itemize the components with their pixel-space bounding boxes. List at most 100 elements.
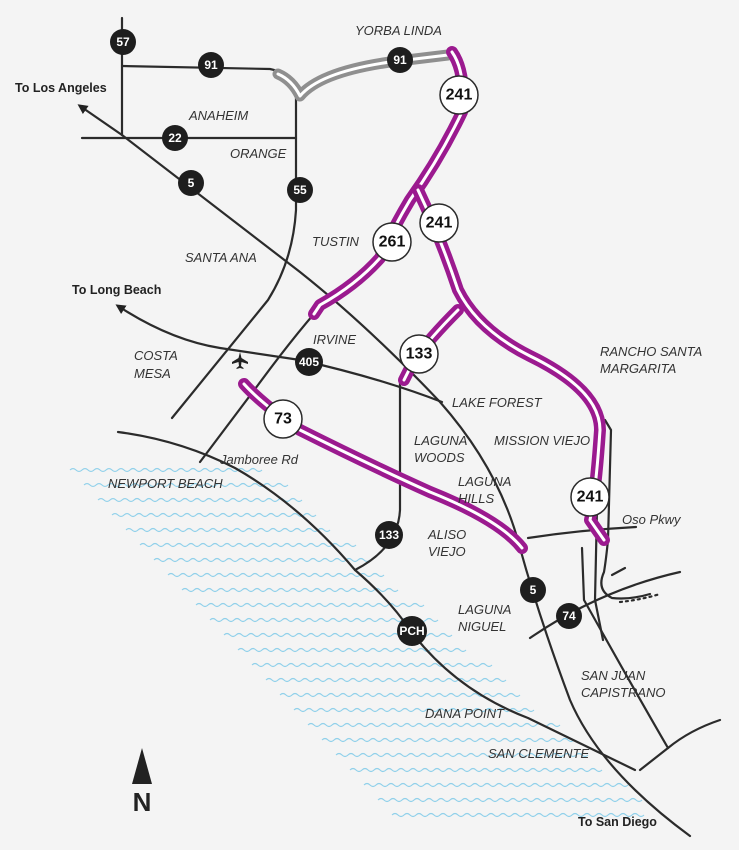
place-labels: YORBA LINDA ANAHEIM ORANGE TUSTIN SANTA …	[108, 23, 702, 761]
wave-row	[307, 722, 561, 728]
wave-row	[293, 707, 535, 713]
label-capistrano: CAPISTRANO	[581, 685, 666, 700]
svg-text:405: 405	[299, 355, 319, 369]
svg-text:22: 22	[168, 131, 182, 145]
north-label: N	[133, 787, 152, 817]
svg-text:91: 91	[204, 58, 218, 72]
road-sjc-east	[580, 546, 722, 750]
svg-text:261: 261	[379, 234, 406, 251]
toll-connector-91	[272, 49, 454, 102]
svg-text:5: 5	[530, 583, 537, 597]
label-oso-pkwy: Oso Pkwy	[622, 512, 682, 527]
airport-icon	[232, 352, 248, 369]
label-laguna-niguel-2: NIGUEL	[458, 619, 506, 634]
shield-241: 241	[570, 477, 610, 517]
road-74	[528, 570, 682, 640]
svg-text:133: 133	[406, 346, 433, 363]
wave-row	[125, 527, 331, 533]
shield-5: 5	[520, 577, 546, 603]
shield-73: 73	[263, 399, 303, 439]
shield-241: 241	[419, 203, 459, 243]
wave-row	[321, 737, 575, 743]
label-mission-viejo: MISSION VIEJO	[494, 433, 590, 448]
label-laguna-hills-2: HILLS	[458, 491, 494, 506]
label-santa-ana: SANTA ANA	[185, 250, 257, 265]
ocean-waves	[69, 467, 645, 818]
wave-row	[265, 677, 507, 683]
label-laguna-niguel-1: LAGUNA	[458, 602, 511, 617]
label-laguna-woods-2: WOODS	[414, 450, 465, 465]
wave-row	[181, 587, 399, 593]
svg-text:PCH: PCH	[399, 624, 424, 638]
road-pch	[116, 430, 637, 772]
wave-row	[111, 512, 317, 518]
svg-text:241: 241	[577, 489, 604, 506]
road-dotted	[618, 592, 662, 604]
shield-261: 261	[372, 222, 412, 262]
wave-row	[97, 497, 303, 503]
shield-5: 5	[178, 170, 204, 196]
label-dana-point: DANA POINT	[425, 706, 505, 721]
svg-text:5: 5	[188, 176, 195, 190]
road-oso	[526, 525, 638, 540]
shield-133: 133	[375, 521, 403, 549]
label-to-los-angeles: To Los Angeles	[15, 81, 107, 95]
wave-row	[195, 602, 425, 608]
wave-row	[349, 767, 603, 773]
toll-roads	[238, 46, 610, 554]
svg-text:133: 133	[379, 528, 399, 542]
wave-row	[335, 752, 589, 758]
label-newport-beach: NEWPORT BEACH	[108, 476, 223, 491]
wave-row	[363, 782, 629, 788]
road-ortega	[600, 418, 652, 600]
svg-text:91: 91	[393, 53, 407, 67]
label-viejo: VIEJO	[428, 544, 466, 559]
label-margarita: MARGARITA	[600, 361, 676, 376]
shield-57: 57	[110, 29, 136, 55]
wave-row	[251, 662, 493, 668]
label-san-clemente: SAN CLEMENTE	[488, 746, 589, 761]
label-irvine: IRVINE	[313, 332, 356, 347]
svg-text:73: 73	[274, 411, 292, 428]
shield-91: 91	[198, 52, 224, 78]
wave-row	[153, 557, 371, 563]
label-costa: COSTA	[134, 348, 178, 363]
shield-pch: PCH	[397, 616, 427, 646]
road-to-la	[77, 104, 124, 137]
wave-row	[167, 572, 385, 578]
label-jamboree-rd: Jamboree Rd	[219, 452, 299, 467]
svg-text:74: 74	[562, 609, 576, 623]
label-to-san-diego: To San Diego	[578, 815, 657, 829]
road-sjc-spur	[638, 746, 670, 772]
wave-row	[83, 482, 289, 488]
label-to-long-beach: To Long Beach	[72, 283, 161, 297]
shield-241: 241	[439, 75, 479, 115]
label-san-juan: SAN JUAN	[581, 668, 646, 683]
label-yorba-linda: YORBA LINDA	[355, 23, 442, 38]
north-arrow: N	[132, 748, 152, 817]
shield-55: 55	[287, 177, 313, 203]
wave-row	[391, 812, 645, 818]
svg-text:241: 241	[426, 215, 453, 232]
label-orange: ORANGE	[230, 146, 287, 161]
svg-text:55: 55	[293, 183, 307, 197]
road-55	[170, 96, 298, 420]
wave-row	[209, 617, 439, 623]
label-rancho-santa: RANCHO SANTA	[600, 344, 702, 359]
wave-row	[279, 692, 521, 698]
label-aliso: ALISO	[427, 527, 466, 542]
shield-91: 91	[387, 47, 413, 73]
svg-text:57: 57	[116, 35, 130, 49]
label-laguna-hills-1: LAGUNA	[458, 474, 511, 489]
svg-text:241: 241	[446, 87, 473, 104]
shield-405: 405	[295, 348, 323, 376]
label-tustin: TUSTIN	[312, 234, 360, 249]
label-laguna-woods-1: LAGUNA	[414, 433, 467, 448]
wave-row	[237, 647, 467, 653]
shield-133: 133	[399, 334, 439, 374]
wave-row	[139, 542, 357, 548]
label-anaheim: ANAHEIM	[188, 108, 248, 123]
label-lake-forest: LAKE FOREST	[452, 395, 543, 410]
wave-row	[377, 797, 643, 803]
